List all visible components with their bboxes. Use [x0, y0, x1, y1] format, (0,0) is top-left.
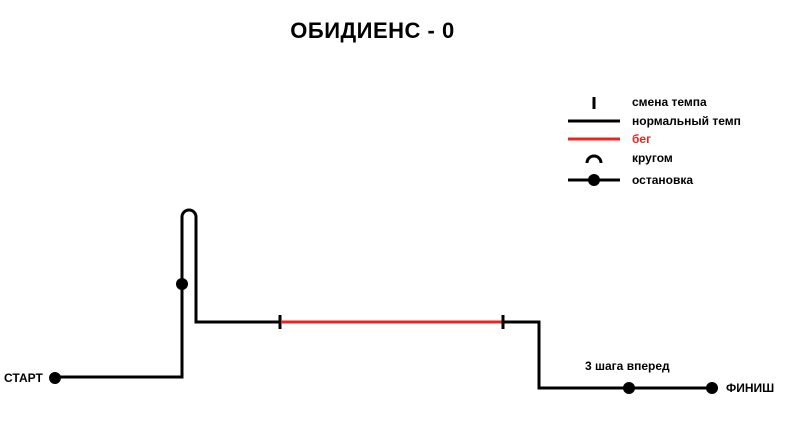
steps-forward-label: 3 шага вперед — [585, 359, 670, 373]
route-segment-start-turn — [55, 208, 280, 379]
finish-label: ФИНИШ — [726, 381, 774, 395]
legend-turn-around-symbol — [585, 154, 603, 164]
route-stop-point — [176, 278, 188, 290]
legend-stop-label: остановка — [632, 173, 693, 187]
start-label: СТАРТ — [4, 371, 43, 385]
legend-run-label: бег — [632, 132, 651, 146]
legend-stop-symbol-dot — [588, 174, 600, 186]
route: СТАРТ 3 шага вперед ФИНИШ — [4, 208, 774, 395]
steps-forward-stop-point — [623, 382, 635, 394]
legend: смена темпа нормальный темп бег кругом о… — [568, 95, 741, 187]
legend-normal-pace-label: нормальный темп — [632, 114, 741, 128]
route-segment-to-finish — [503, 320, 712, 390]
finish-point — [706, 382, 718, 394]
legend-pace-change-label: смена темпа — [632, 95, 707, 109]
legend-turn-around-label: кругом — [632, 151, 673, 165]
diagram-title: ОБИДИЕНС - 0 — [290, 18, 455, 43]
